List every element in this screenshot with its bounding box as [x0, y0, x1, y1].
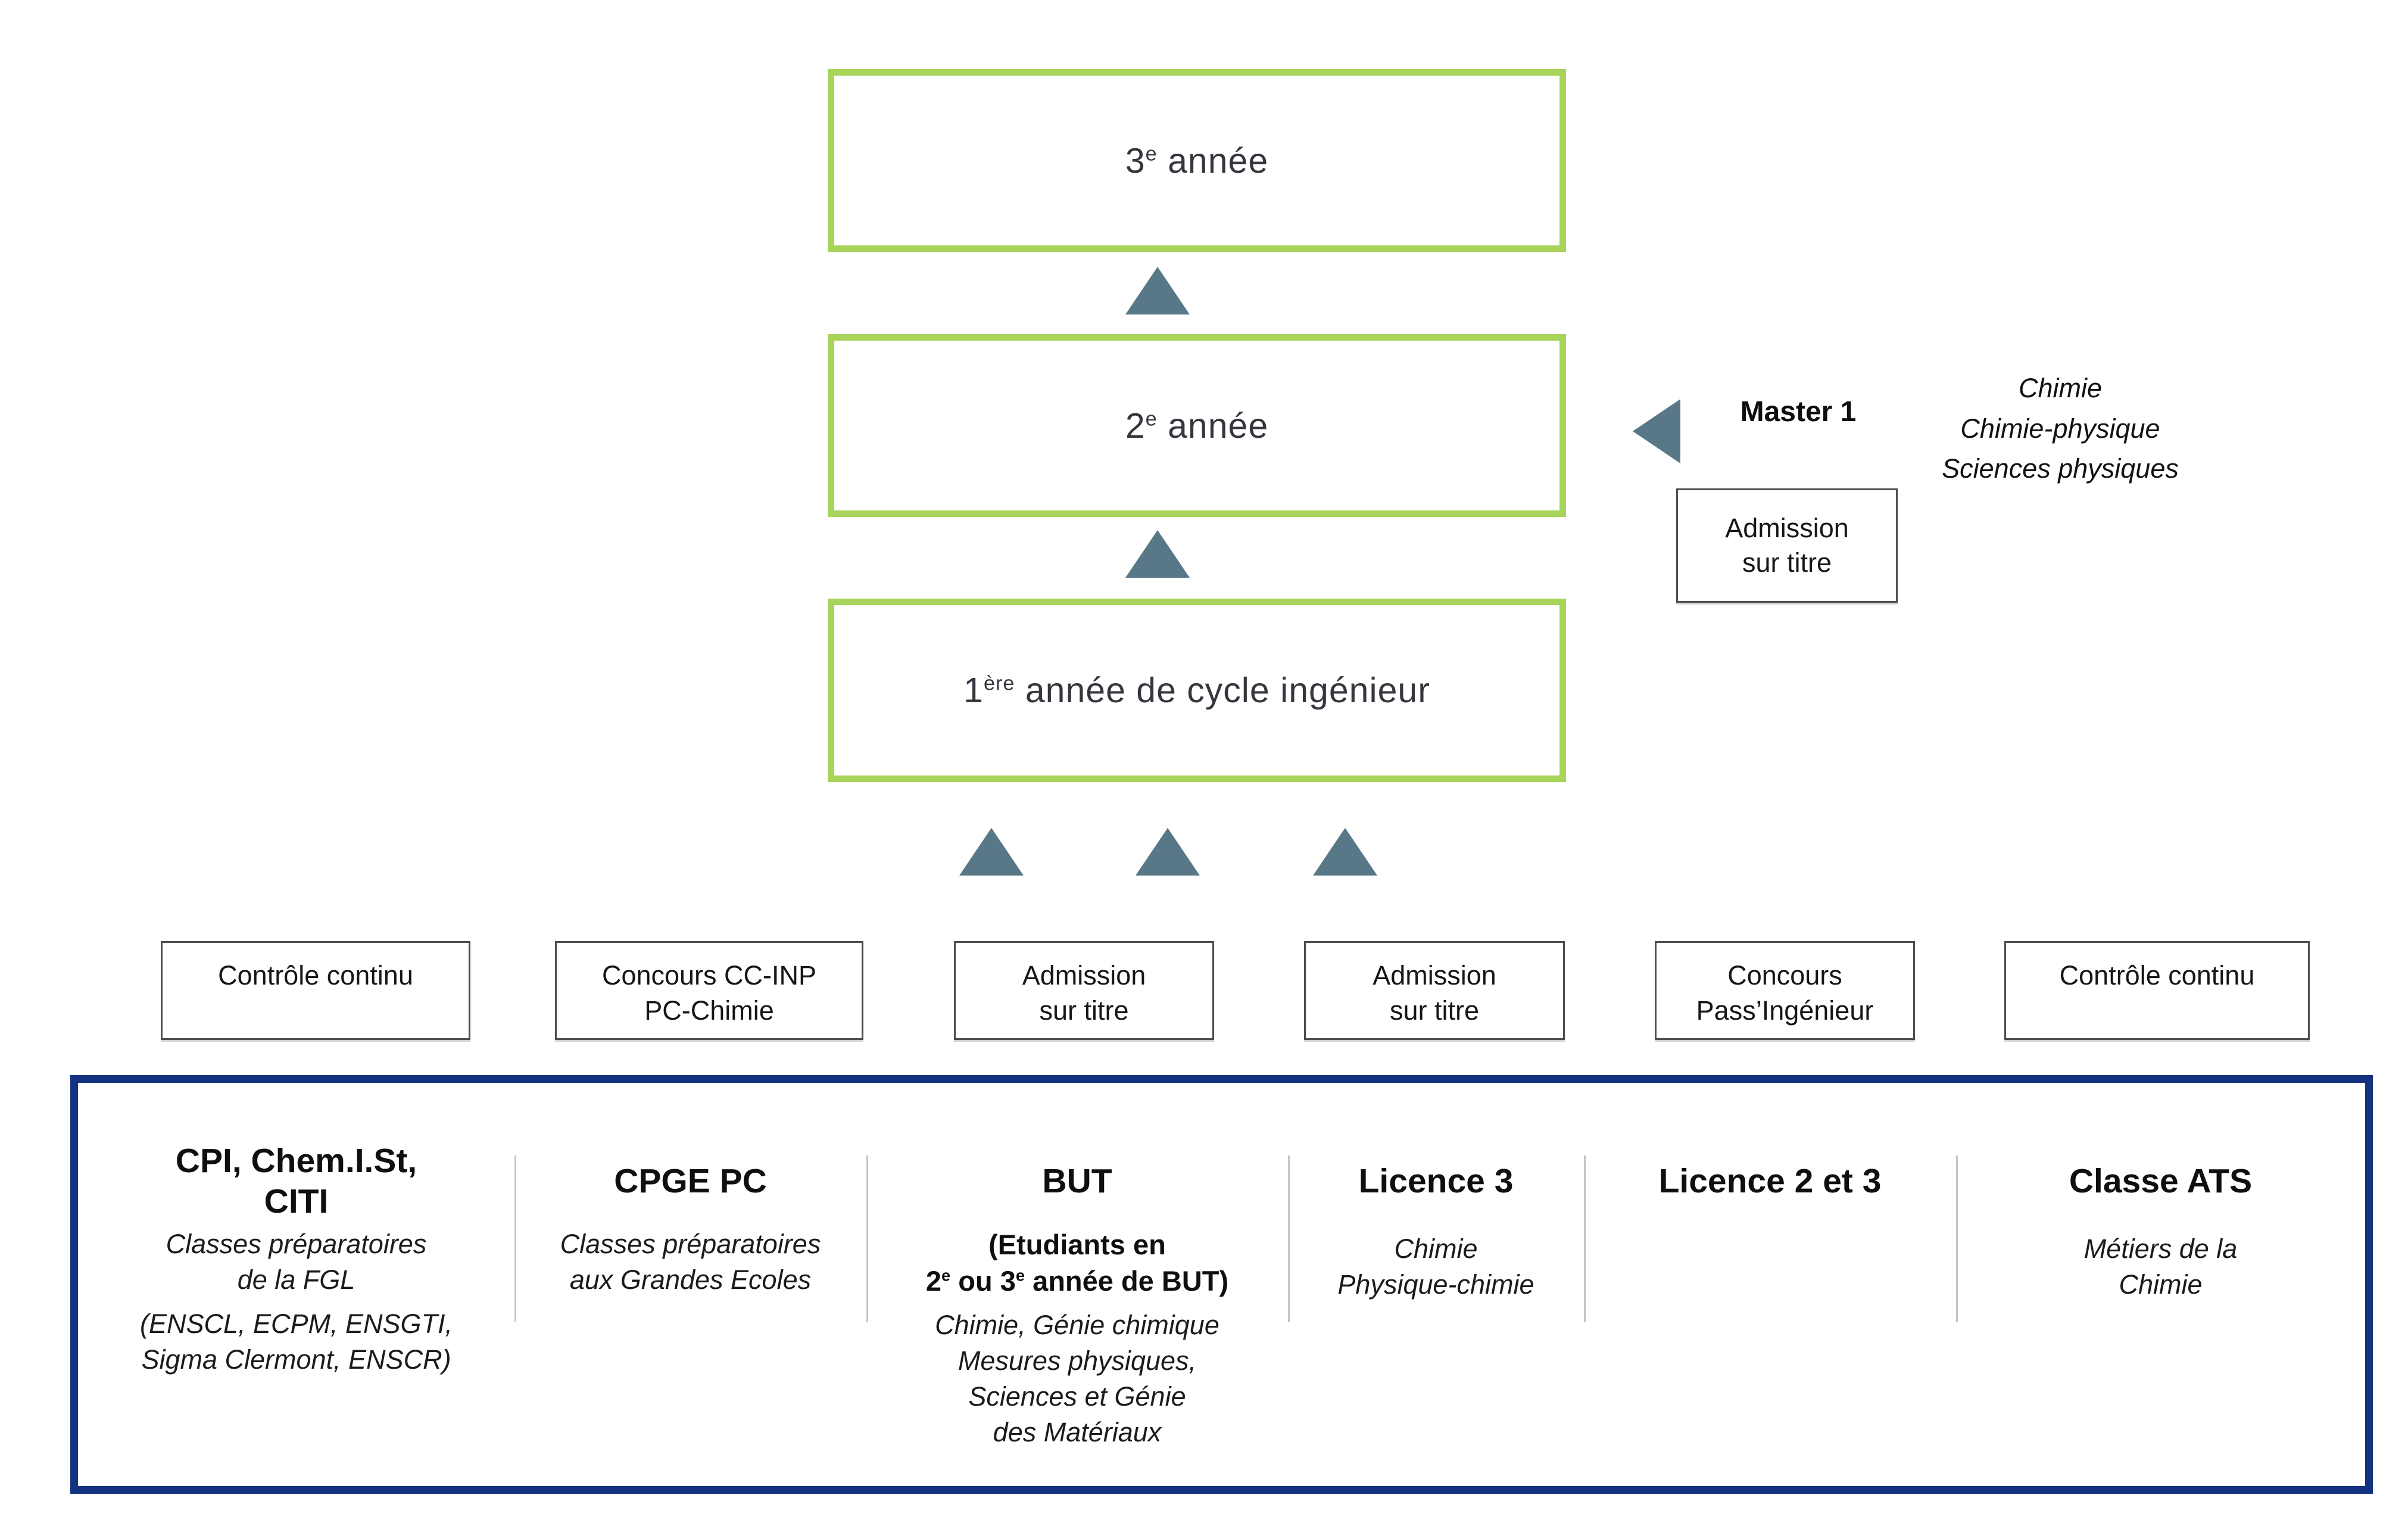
year3-label: 3e année: [1125, 141, 1269, 180]
year3-box: 3e année: [828, 69, 1566, 252]
origin-column-cpi: CPI, Chem.I.St,CITI Classes préparatoire…: [78, 1083, 514, 1486]
origin-title: BUT: [1042, 1161, 1112, 1200]
origin-column-licence-2-et-3: Licence 2 et 3: [1584, 1083, 1956, 1486]
arrow-up-icon: [1125, 530, 1190, 578]
column-divider: [1956, 1155, 1958, 1322]
column-divider: [1288, 1155, 1290, 1322]
entry-box-controle-continu-left: Contrôle continu: [161, 941, 470, 1040]
entry-label: Contrôle continu: [218, 960, 413, 991]
entry-box-controle-continu-right: Contrôle continu: [2004, 941, 2310, 1040]
arrow-left-icon: [1633, 399, 1680, 463]
column-divider: [1584, 1155, 1586, 1322]
arrow-up-icon: [1136, 828, 1200, 876]
year2-label: 2e année: [1125, 406, 1269, 446]
entry-label: Contrôle continu: [2059, 960, 2255, 991]
year2-box: 2e année: [828, 334, 1566, 517]
column-divider: [866, 1155, 868, 1322]
year1-label: 1ère année de cycle ingénieur: [963, 671, 1430, 710]
master1-label: Master 1: [1740, 396, 1857, 428]
arrow-up-icon: [959, 828, 1024, 876]
origins-box: CPI, Chem.I.St,CITI Classes préparatoire…: [70, 1075, 2373, 1494]
origin-detail: (ENSCL, ECPM, ENSGTI,Sigma Clermont, ENS…: [139, 1308, 453, 1375]
column-divider: [514, 1155, 516, 1322]
origin-title: Licence 3: [1358, 1161, 1514, 1200]
origin-title: Licence 2 et 3: [1658, 1161, 1882, 1200]
origin-title: CPGE PC: [614, 1161, 767, 1200]
arrow-up-icon: [1125, 267, 1190, 314]
origin-column-but: BUT (Etudiants en 2e ou 3e année de BUT)…: [866, 1083, 1288, 1486]
origin-title: CPI, Chem.I.St,CITI: [175, 1141, 417, 1220]
arrow-up-icon: [1313, 828, 1377, 876]
year1-box: 1ère année de cycle ingénieur: [828, 599, 1566, 782]
origin-subtitle: (Etudiants en 2e ou 3e année de BUT): [925, 1229, 1229, 1297]
origin-title: Classe ATS: [2069, 1161, 2253, 1200]
